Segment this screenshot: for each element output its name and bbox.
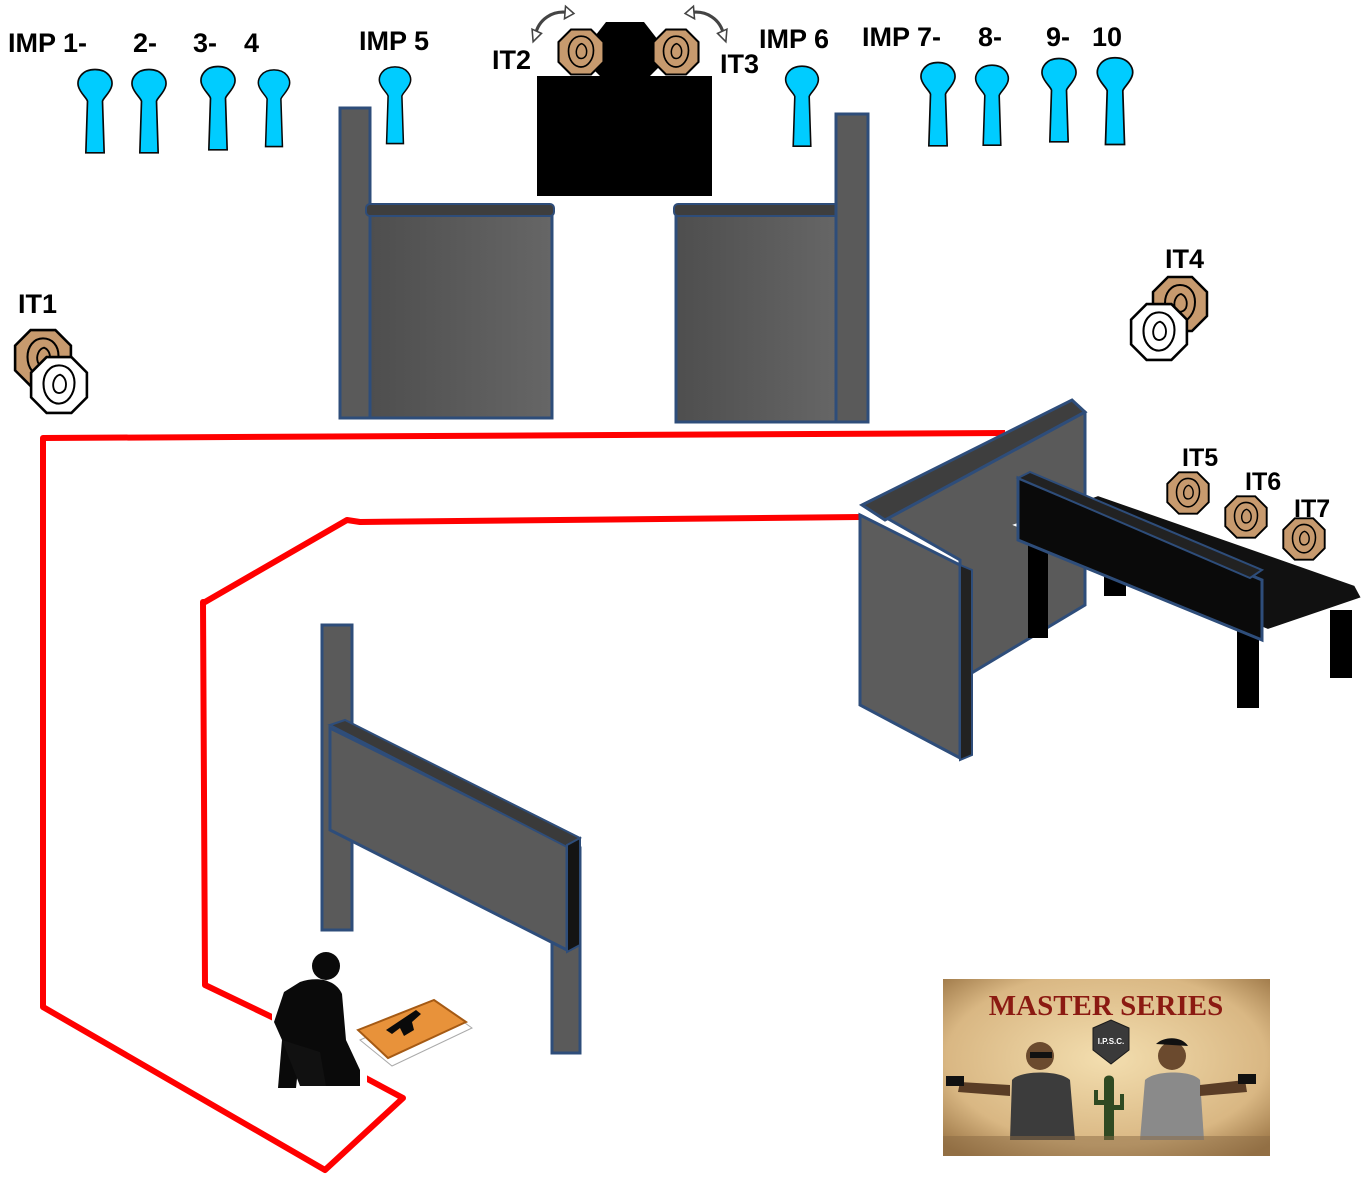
popper-target-imp4 <box>257 68 291 148</box>
bench-table <box>1012 470 1364 708</box>
label-imp1: IMP 1- <box>8 28 87 58</box>
label-imp9: 9- <box>1046 22 1070 52</box>
label-it1: IT1 <box>18 289 57 319</box>
label-it7: IT7 <box>1294 495 1330 523</box>
label-imp8: 8- <box>978 22 1002 52</box>
left-upper-wall <box>338 106 555 420</box>
no-shoot-target-it1 <box>29 355 89 415</box>
lower-left-wall <box>320 623 582 1055</box>
logo-title: MASTER SERIES <box>989 990 1224 1022</box>
popper-target-imp5 <box>378 65 412 145</box>
label-imp7: IMP 7- <box>862 22 941 52</box>
barrel-box <box>537 22 712 196</box>
right-upper-wall <box>673 112 870 424</box>
cactus-icon <box>1094 1075 1124 1140</box>
right-corner-wall <box>858 398 1088 762</box>
label-it4: IT4 <box>1165 244 1204 274</box>
popper-target-imp3 <box>200 65 236 151</box>
label-it3: IT3 <box>720 49 759 79</box>
label-it5: IT5 <box>1182 444 1218 472</box>
ipsc-badge-icon <box>1092 1019 1130 1065</box>
master-series-logo: MASTER SERIES I.P.S.C. <box>943 979 1270 1156</box>
popper-target-imp7 <box>920 61 956 147</box>
ipsc-target-it7 <box>1282 517 1326 561</box>
shooter-right-icon <box>1140 1038 1256 1140</box>
shooting-area-outer-boundary <box>40 430 1006 1173</box>
label-it2: IT2 <box>492 45 531 75</box>
pistol-icon <box>386 1010 421 1036</box>
label-imp6: IMP 6 <box>759 24 829 54</box>
label-imp5: IMP 5 <box>359 26 429 56</box>
popper-target-imp8 <box>974 64 1010 147</box>
logo-badge: I.P.S.C. <box>1098 1037 1125 1046</box>
label-imp10: 10 <box>1092 22 1122 52</box>
ipsc-target-it5 <box>1166 471 1210 515</box>
no-shoot-target-it4 <box>1129 302 1189 362</box>
label-it6: IT6 <box>1245 468 1281 496</box>
popper-target-imp9 <box>1041 57 1077 143</box>
shooting-area-inner-boundary <box>200 514 861 1023</box>
popper-target-imp10 <box>1096 56 1134 146</box>
ipsc-target-it3 <box>652 28 700 76</box>
label-imp4: 4 <box>244 28 259 58</box>
popper-target-imp6 <box>784 65 820 148</box>
kneeling-shooter-icon <box>272 952 367 1088</box>
ipsc-target-it2 <box>557 28 605 76</box>
label-imp3: 3- <box>193 28 217 58</box>
popper-target-imp2 <box>131 68 167 154</box>
start-table <box>356 998 473 1067</box>
popper-target-imp1 <box>77 68 113 154</box>
ipsc-target-it6 <box>1224 495 1268 539</box>
label-imp2: 2- <box>133 28 157 58</box>
shooter-left-icon <box>946 1042 1075 1140</box>
